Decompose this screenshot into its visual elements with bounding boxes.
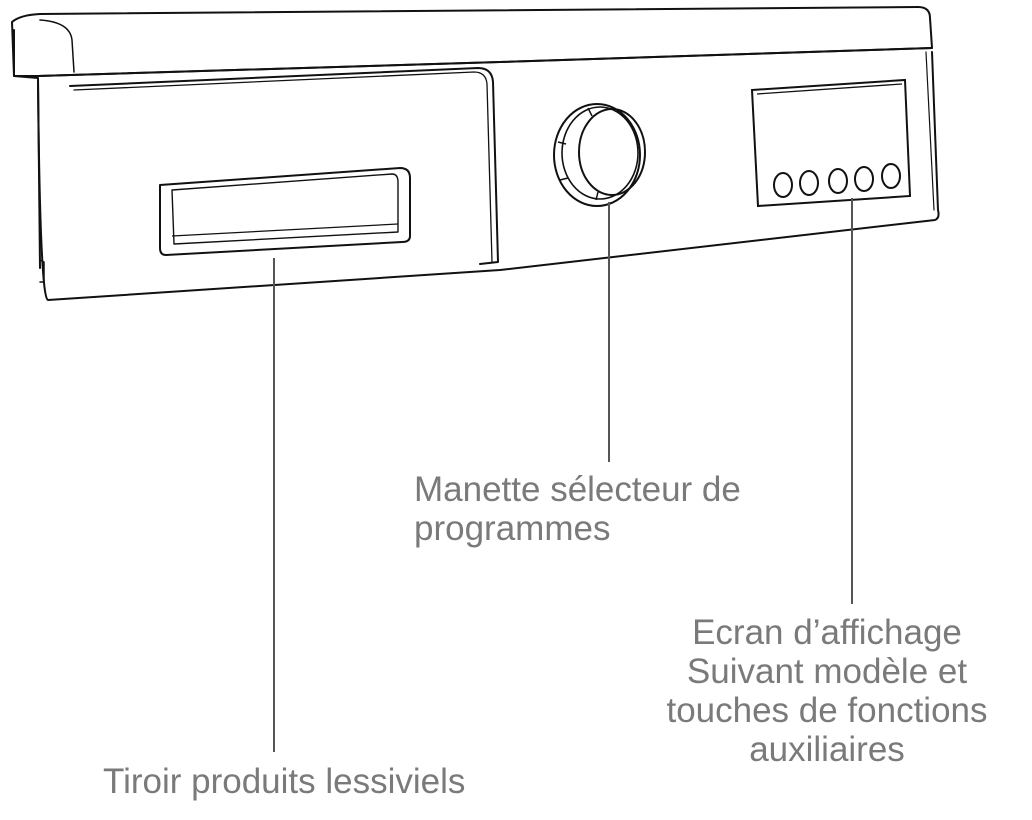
program-knob-label: Manette sélecteur de programmes [414, 470, 741, 548]
knob-grip-notch-3 [587, 107, 593, 117]
display-screen-inner [756, 83, 903, 95]
drawer-handle-inner [171, 173, 399, 245]
program-knob-label-line2: programmes [414, 509, 611, 548]
knob-face [578, 108, 646, 196]
display-module [750, 78, 912, 208]
function-button-1 [773, 172, 793, 198]
function-button-4 [854, 166, 874, 192]
control-panel [11, 6, 940, 301]
drawer-front-outline [69, 67, 499, 265]
function-button-3 [828, 168, 848, 194]
display-label: Ecran d’affichage Suivant modèle et touc… [662, 613, 992, 769]
panel-top-inner-line [39, 19, 75, 73]
panel-left-end [13, 29, 41, 269]
panel-front-face [37, 51, 940, 301]
knob-grip-notch-1 [557, 141, 567, 145]
drawer-front-inner [73, 71, 493, 263]
knob-grip-notch-2 [559, 177, 569, 181]
drawer-handle [159, 167, 411, 256]
program-knob [553, 103, 646, 207]
knob-grip-ring [561, 106, 639, 200]
display-label-line4: auxiliaires [749, 730, 905, 769]
drawer-handle-outer [159, 167, 411, 256]
display-label-line3: touches de fonctions [666, 691, 988, 730]
display-label-line2: Suivant modèle et [686, 652, 968, 691]
panel-right-edge [925, 51, 935, 211]
knob-outer-ring [553, 103, 641, 207]
program-knob-label-line1: Manette sélecteur de [414, 470, 741, 509]
display-label-line1: Ecran d’affichage [692, 613, 962, 652]
leader-lines [273, 198, 853, 752]
detergent-drawer-label: Tiroir produits lessiviels [103, 762, 465, 801]
panel-top-lip [37, 47, 933, 77]
function-button-2 [799, 170, 819, 196]
function-button-5 [881, 163, 901, 189]
knob-grip-notch-4 [595, 191, 599, 201]
drawer-handle-floor [171, 223, 399, 237]
display-screen-outline [750, 78, 912, 208]
panel-top-cap [11, 6, 933, 77]
detergent-drawer-label-line1: Tiroir produits lessiviels [103, 762, 466, 801]
